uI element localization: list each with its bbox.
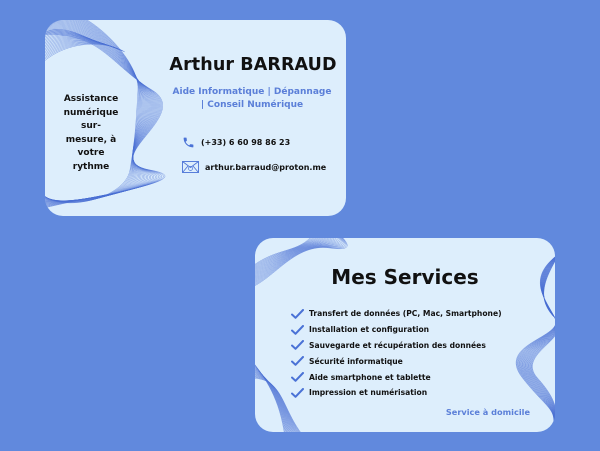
slogan: Assistance numérique sur- mesure, à votr…: [53, 93, 129, 174]
service-item: Transfert de données (PC, Mac, Smartphon…: [291, 306, 502, 322]
check-icon: [291, 372, 304, 382]
phone-number: (+33) 6 60 98 86 23: [201, 138, 291, 147]
slogan-line: Assistance: [63, 94, 119, 104]
service-item: Impression et numérisation: [291, 385, 502, 401]
tagline-line-2: | Conseil Numérique: [200, 99, 304, 110]
business-card-back: Mes Services Transfert de données (PC, M…: [255, 238, 555, 432]
email-address: arthur.barraud@proton.me: [205, 162, 327, 172]
phone-icon: [183, 137, 194, 148]
check-icon: [291, 356, 304, 367]
slogan-line: numérique sur-: [63, 107, 119, 132]
check-icon: [291, 308, 304, 319]
service-item: Aide smartphone et tablette: [291, 369, 502, 385]
tagline-line-1: Aide Informatique | Dépannage: [172, 87, 332, 97]
service-item: Sauvegarde et récupération des données: [291, 338, 502, 354]
slogan-line: rythme: [72, 161, 110, 172]
envelope-icon: [182, 161, 199, 173]
services-title: Mes Services: [331, 265, 479, 289]
email-contact[interactable]: arthur.barraud@proton.me: [182, 161, 326, 173]
services-list: Transfert de données (PC, Mac, Smartphon…: [291, 306, 502, 401]
tagline: Aide Informatique | Dépannage | Conseil …: [162, 86, 342, 111]
person-name: Arthur BARRAUD: [169, 55, 337, 75]
service-item: Installation et configuration: [291, 322, 502, 338]
slogan-line: mesure, à votre: [65, 134, 117, 159]
check-icon: [291, 324, 304, 335]
phone-contact[interactable]: (+33) 6 60 98 86 23: [182, 136, 290, 149]
service-item: Sécurité informatique: [291, 353, 502, 369]
check-icon: [291, 340, 304, 351]
home-service-note: Service à domicile: [445, 407, 530, 417]
business-card-front: Arthur BARRAUD Aide Informatique | Dépan…: [45, 20, 346, 216]
check-icon: [291, 387, 304, 398]
